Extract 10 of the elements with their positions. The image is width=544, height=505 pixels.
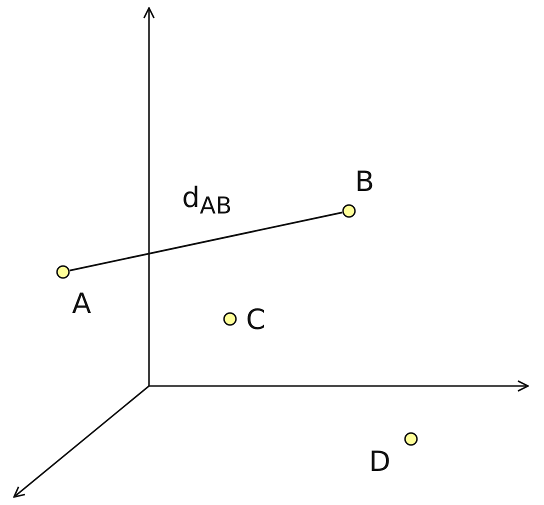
point-label: A (72, 290, 92, 318)
point-label: D (369, 448, 391, 476)
connector-line (70, 212, 342, 272)
point-label: C (246, 306, 266, 334)
point-marker (342, 204, 356, 218)
point-marker (56, 265, 70, 279)
point-marker (404, 432, 418, 446)
edge-label: d$_{AB}$ (182, 184, 232, 218)
point-label: B (355, 168, 374, 196)
point-marker (223, 312, 237, 326)
